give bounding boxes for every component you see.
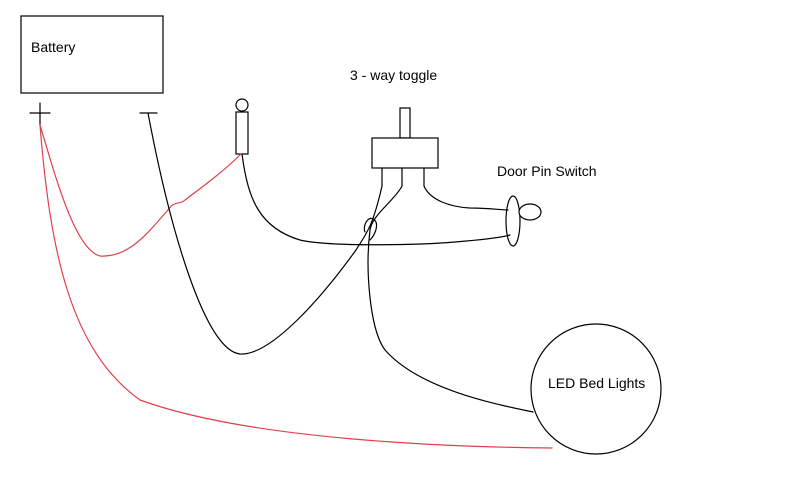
black-wire-crossover-hop <box>363 217 378 241</box>
toggle-lever <box>399 107 411 139</box>
led-bed-lights: LED Bed Lights <box>530 323 662 455</box>
fuse-cap <box>235 98 249 112</box>
door-pin-switch: Door Pin Switch <box>497 163 597 247</box>
door-pin-switch-flange <box>505 195 521 247</box>
red-wire-battery-to-fuse <box>39 124 242 257</box>
door-pin-switch-label: Door Pin Switch <box>497 163 597 179</box>
black-wire-fuse-to-switch <box>241 153 511 246</box>
battery-box <box>20 15 164 94</box>
battery-label: Battery <box>31 39 75 55</box>
fuse-body <box>235 111 249 155</box>
red-wire-battery-to-led <box>39 124 553 449</box>
led-bed-lights-circle <box>530 323 662 455</box>
led-bed-lights-label: LED Bed Lights <box>548 375 645 391</box>
battery-positive-terminal <box>29 102 51 126</box>
door-pin-switch-plunger <box>518 203 542 221</box>
black-wire-toggle-to-led <box>367 185 534 413</box>
three-way-toggle: 3 - way toggle <box>350 67 439 187</box>
black-wire-toggle-to-door-switch <box>423 185 509 211</box>
toggle-pins <box>381 167 425 187</box>
battery: Battery <box>20 15 164 126</box>
inline-fuse <box>235 98 249 155</box>
toggle-body <box>371 137 439 169</box>
black-wire-ground-to-toggle <box>147 112 383 355</box>
toggle-label: 3 - way toggle <box>350 67 437 83</box>
